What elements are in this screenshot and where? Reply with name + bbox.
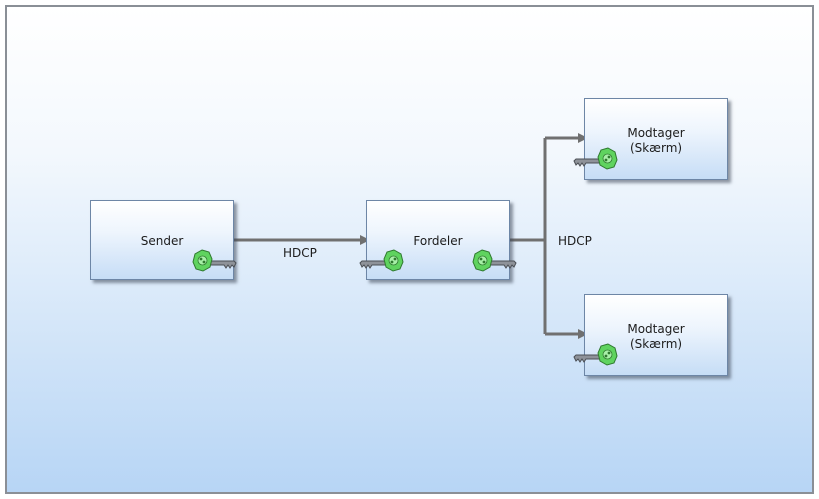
receiver-top-box: Modtager (Skærm) (584, 98, 728, 180)
key-icon (573, 147, 618, 170)
edge-label-sender-distributor: HDCP (283, 246, 317, 260)
key-icon (573, 343, 618, 366)
receiver-bottom-label: Modtager (Skærm) (627, 322, 685, 351)
key-icon (192, 249, 237, 272)
key-icon (359, 249, 404, 272)
sender-label: Sender (140, 234, 184, 248)
receiver-top-label: Modtager (Skærm) (627, 126, 685, 155)
distributor-label: Fordeler (413, 234, 463, 248)
edge-label-distributor-receivers: HDCP (558, 234, 592, 248)
key-icon (472, 249, 517, 272)
